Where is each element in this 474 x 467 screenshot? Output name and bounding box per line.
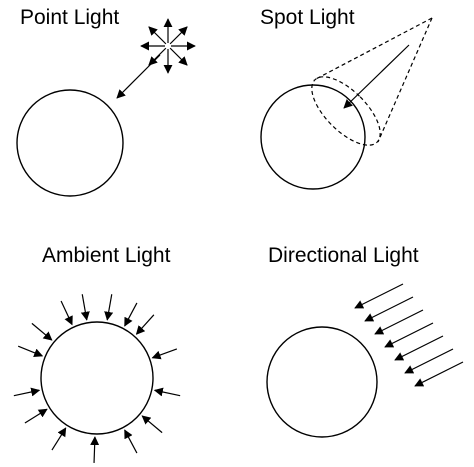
ambient-light-ray bbox=[24, 408, 48, 424]
spot-light-title: Spot Light bbox=[260, 6, 355, 29]
directional-light-sphere bbox=[266, 326, 378, 438]
ambient-light-ray bbox=[153, 387, 181, 397]
directional-light-ray bbox=[354, 283, 404, 309]
directional-light-ray bbox=[374, 309, 424, 335]
directional-light-ray bbox=[404, 348, 454, 374]
point-light-title: Point Light bbox=[20, 6, 119, 29]
directional-light-ray bbox=[394, 335, 444, 361]
spot-light-sphere bbox=[260, 84, 366, 190]
ambient-light-ray bbox=[151, 348, 178, 360]
ambient-light-ray bbox=[104, 294, 114, 321]
ambient-light-ray bbox=[124, 302, 138, 327]
point-light-sphere bbox=[16, 89, 124, 197]
ambient-light-ray bbox=[135, 314, 155, 335]
point-light-source-ray bbox=[148, 26, 167, 45]
point-light-source-ray bbox=[169, 26, 188, 45]
ambient-light-ray bbox=[90, 436, 100, 463]
ambient-light-ray bbox=[60, 300, 73, 326]
directional-light-ray bbox=[384, 322, 434, 348]
ambient-light-rays bbox=[13, 294, 181, 463]
ambient-light-ray bbox=[13, 387, 41, 397]
point-light-panel: Point Light bbox=[16, 6, 196, 197]
ambient-light-ray bbox=[124, 429, 138, 454]
ambient-light-title: Ambient Light bbox=[42, 244, 171, 267]
directional-light-ray bbox=[414, 361, 464, 387]
ambient-light-ray bbox=[51, 427, 67, 451]
spot-light-beam-arrow bbox=[343, 44, 410, 109]
point-light-source-rays bbox=[140, 18, 196, 74]
point-light-source-ray bbox=[148, 47, 167, 66]
directional-light-title: Directional Light bbox=[268, 244, 419, 267]
ambient-light-ray bbox=[141, 415, 163, 434]
ambient-light-ray bbox=[80, 294, 90, 321]
directional-light-ray bbox=[364, 296, 414, 322]
point-light-ray-to-sphere bbox=[116, 54, 161, 99]
spot-light-cone bbox=[311, 17, 433, 146]
directional-light-rays bbox=[354, 283, 464, 387]
ambient-light-panel: Ambient Light bbox=[13, 244, 181, 463]
ambient-light-ray bbox=[31, 322, 53, 341]
point-light-source-ray bbox=[169, 47, 188, 66]
ambient-light-ray bbox=[17, 345, 44, 358]
spot-light-panel: Spot Light bbox=[260, 6, 433, 190]
ambient-light-sphere bbox=[40, 321, 154, 435]
directional-light-panel: Directional Light bbox=[266, 244, 464, 438]
